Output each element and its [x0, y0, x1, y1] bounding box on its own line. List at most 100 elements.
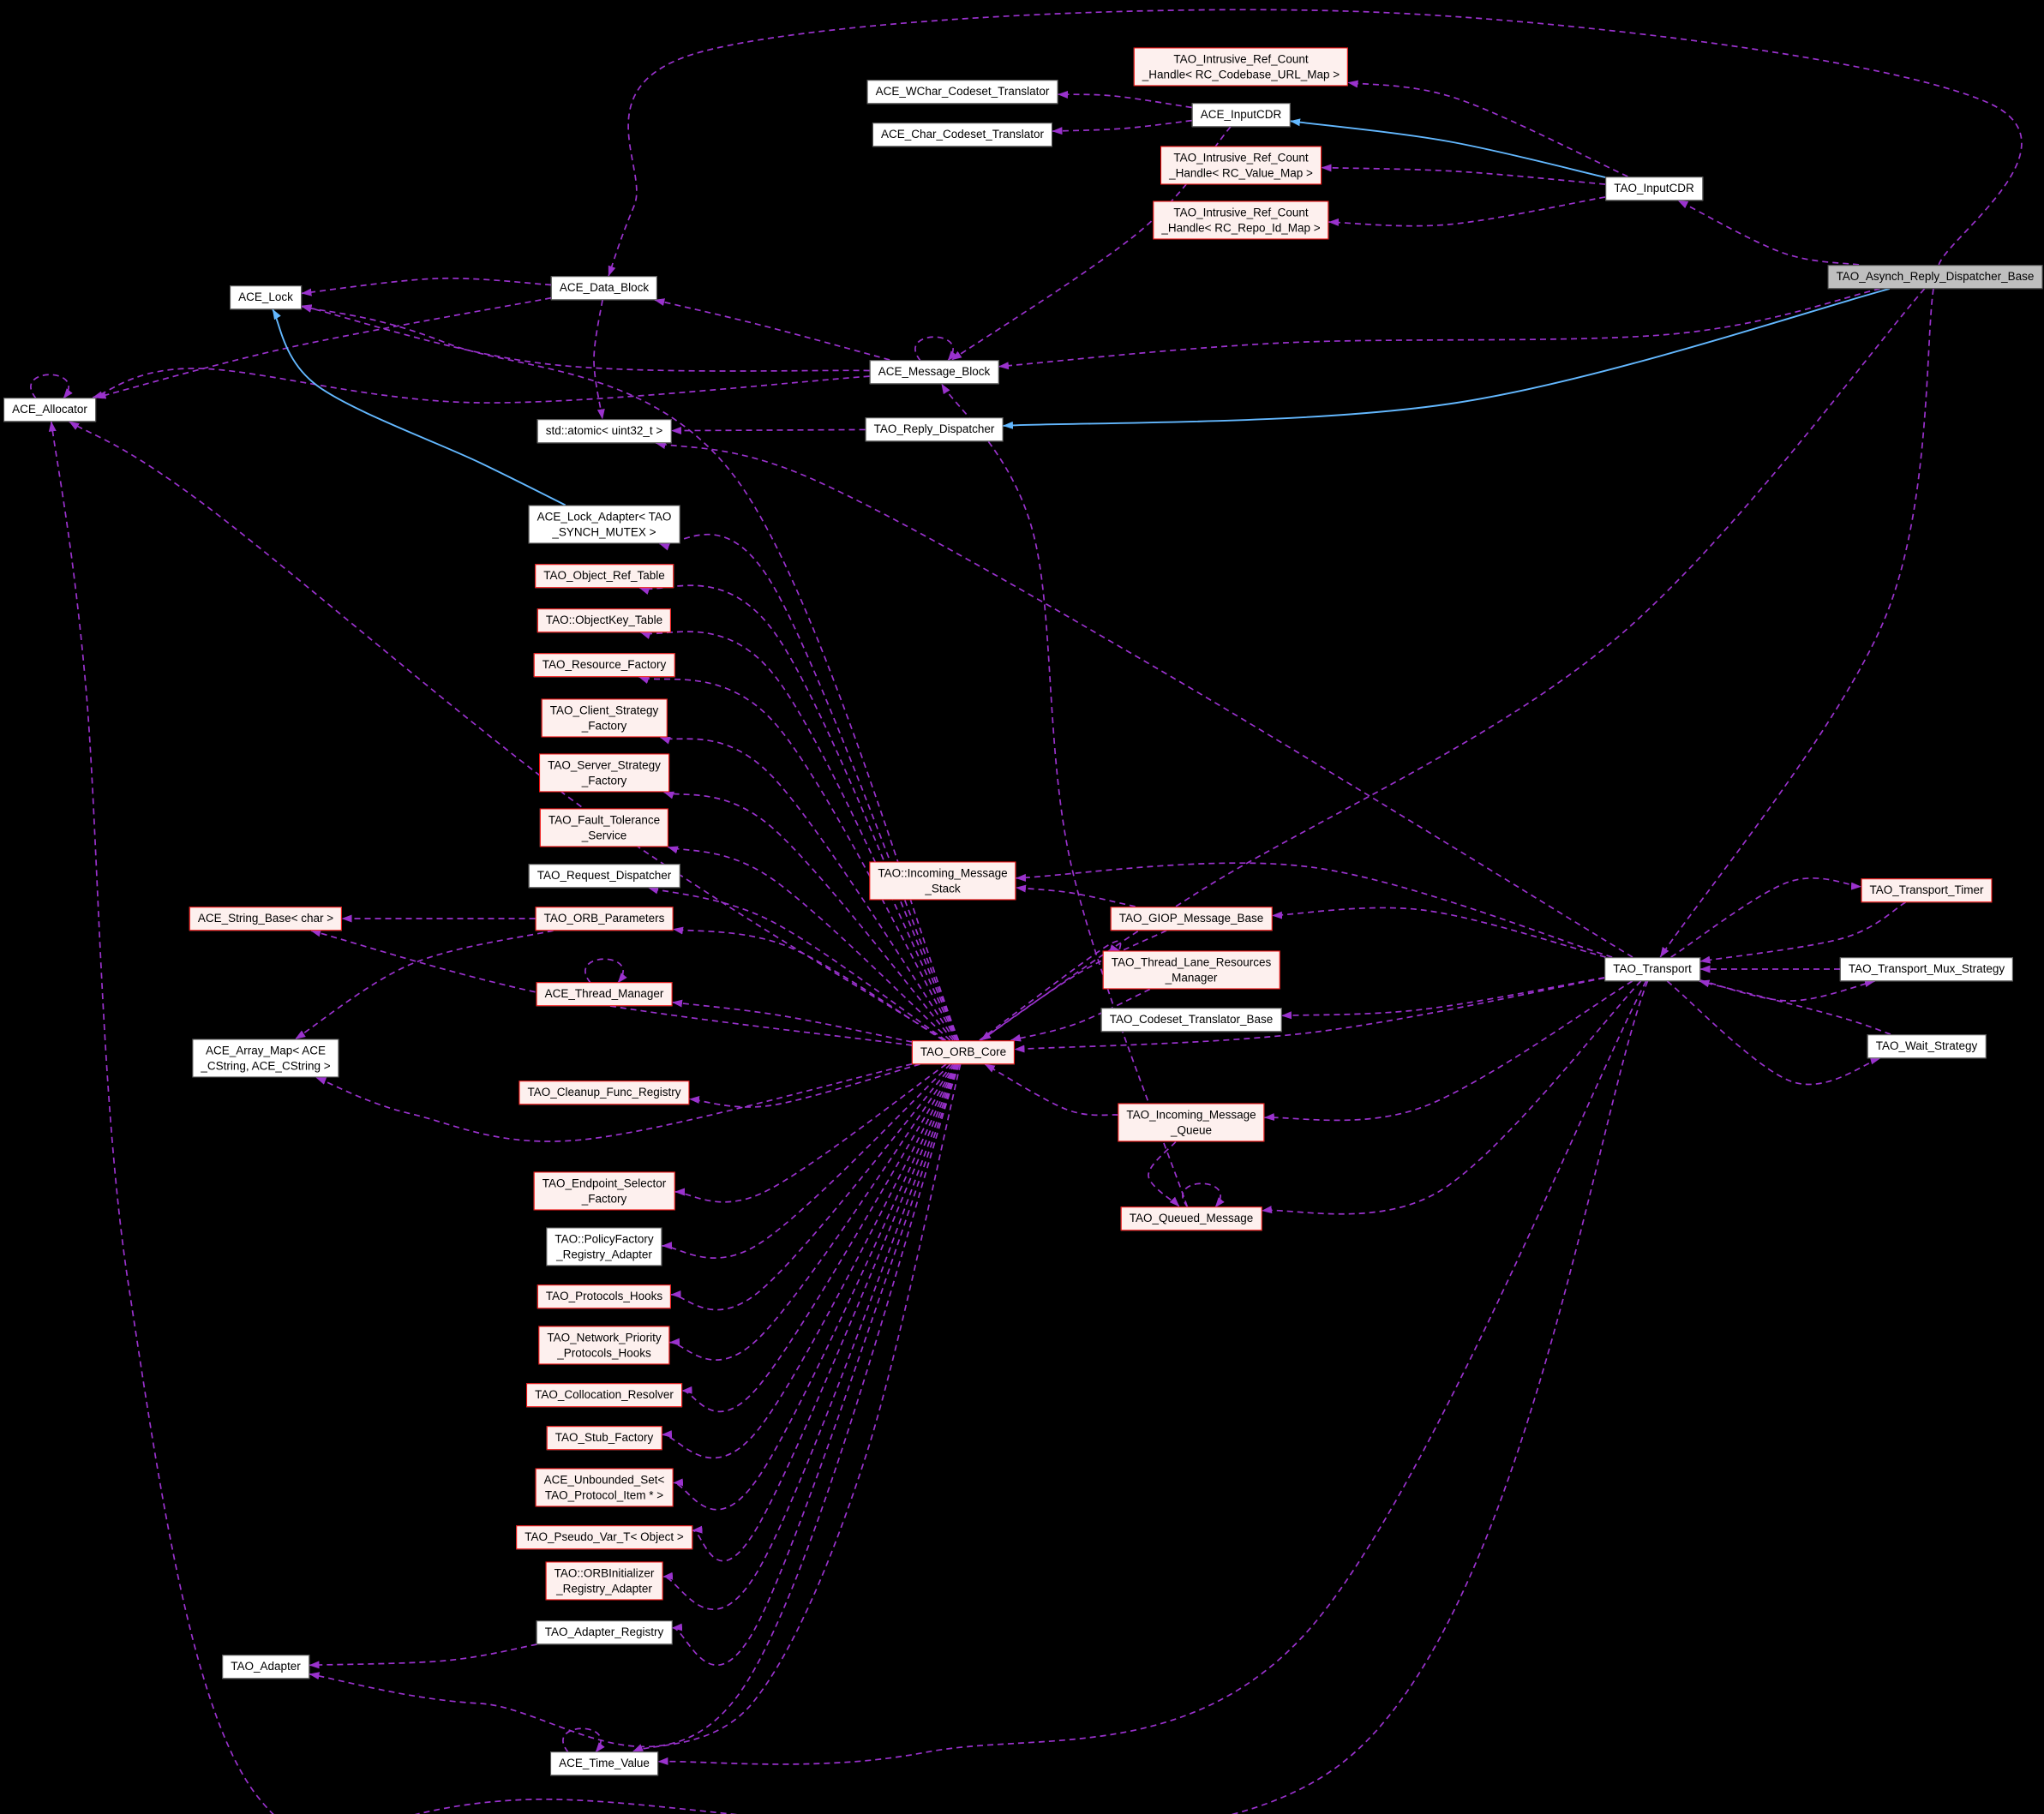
node-policyfactory[interactable]: TAO::PolicyFactory _Registry_Adapter [546, 1227, 662, 1266]
edge-orb_core-lock [301, 305, 960, 1041]
node-label: TAO_ORB_Core [920, 1045, 1007, 1059]
node-reply_disp[interactable]: TAO_Reply_Dispatcher [865, 417, 1004, 441]
node-label: ACE_String_Base< char > [197, 912, 334, 925]
edge-transport-orb_core [1014, 977, 1605, 1053]
edge-transport-twait [1666, 980, 1881, 1086]
node-irch_repoid[interactable]: TAO_Intrusive_Ref_Count _Handle< RC_Repo… [1153, 201, 1329, 240]
edge-orb_core-thread_mgr [672, 999, 913, 1043]
edge-orb_core-obj_ref_table [638, 584, 959, 1041]
node-network[interactable]: TAO_Network_Priority _Protocols_Hooks [538, 1326, 670, 1365]
edge-orb_core-tlrm [979, 940, 1122, 1041]
edge-data_block-lock [301, 277, 552, 296]
node-label: TAO_Reply_Dispatcher [873, 422, 995, 436]
node-adapter_registry[interactable]: TAO_Adapter_Registry [536, 1620, 673, 1644]
edge-orb_core-resource_factory [638, 676, 957, 1041]
node-resource_factory[interactable]: TAO_Resource_Factory [533, 653, 675, 677]
node-obj_ref_table[interactable]: TAO_Object_Ref_Table [535, 564, 674, 588]
node-orbinit[interactable]: TAO::ORBInitializer _Registry_Adapter [545, 1561, 663, 1601]
edge-data_block-atomic [593, 299, 605, 420]
node-label: TAO_Wait_Strategy [1875, 1039, 1978, 1053]
node-irch_value[interactable]: TAO_Intrusive_Ref_Count _Handle< RC_Valu… [1160, 146, 1322, 185]
edge-imq-queued [1148, 1140, 1180, 1207]
node-label: TAO_Intrusive_Ref_Count _Handle< RC_Valu… [1169, 151, 1313, 179]
node-pseudo[interactable]: TAO_Pseudo_Var_T< Object > [516, 1525, 692, 1549]
node-label: ACE_Lock [238, 290, 293, 304]
node-atomic[interactable]: std::atomic< uint32_t > [536, 419, 672, 443]
node-transport[interactable]: TAO_Transport [1604, 957, 1700, 981]
node-imq[interactable]: TAO_Incoming_Message _Queue [1118, 1103, 1265, 1142]
edge-data_block-allocator [95, 296, 552, 399]
node-stub[interactable]: TAO_Stub_Factory [546, 1426, 662, 1450]
node-label: TAO_Thread_Lane_Resources _Manager [1111, 955, 1272, 984]
node-unbounded[interactable]: ACE_Unbounded_Set< TAO_Protocol_Item * > [535, 1468, 674, 1507]
edge-msg_block-data_block [654, 298, 890, 361]
node-msg_block[interactable]: ACE_Message_Block [869, 360, 999, 384]
node-queued[interactable]: TAO_Queued_Message [1120, 1206, 1262, 1230]
node-lock_adapter[interactable]: ACE_Lock_Adapter< TAO _SYNCH_MUTEX > [528, 505, 680, 544]
edge-transport-ttimer [1670, 877, 1861, 958]
node-objectkey_table[interactable]: TAO::ObjectKey_Table [536, 608, 672, 632]
edge-orb_core-allocator [69, 421, 945, 1041]
selfloop-time_value [562, 1727, 605, 1753]
node-label: TAO_Incoming_Message _Queue [1126, 1108, 1256, 1136]
node-label: ACE_Char_Codeset_Translator [880, 128, 1045, 141]
node-label: TAO_Protocols_Hooks [545, 1290, 663, 1303]
node-protocols[interactable]: TAO_Protocols_Hooks [536, 1284, 672, 1308]
edge-orb_core-request_disp [648, 886, 946, 1041]
node-label: ACE_Array_Map< ACE _CString, ACE_CString… [201, 1044, 331, 1072]
node-label: TAO_Object_Ref_Table [543, 569, 665, 583]
node-label: TAO_Server_Strategy _Factory [548, 758, 661, 787]
node-collocation[interactable]: TAO_Collocation_Resolver [526, 1383, 682, 1407]
edge-ttimer-transport [1699, 901, 1906, 964]
edge-msg_block-allocator [92, 368, 870, 404]
selfloop-queued [1182, 1182, 1225, 1208]
node-data_block[interactable]: ACE_Data_Block [550, 276, 658, 300]
node-label: TAO_Codeset_Translator_Base [1109, 1013, 1274, 1027]
node-endpoint[interactable]: TAO_Endpoint_Selector _Factory [533, 1171, 675, 1211]
node-tao_inputcdr[interactable]: TAO_InputCDR [1605, 177, 1703, 201]
edge-transport-time_value [657, 980, 1647, 1765]
node-orb_core[interactable]: TAO_ORB_Core [911, 1040, 1016, 1064]
node-orb_params[interactable]: TAO_ORB_Parameters [535, 907, 674, 931]
node-string_base[interactable]: ACE_String_Base< char > [189, 907, 343, 931]
edge-orb_core-objectkey_table [639, 631, 958, 1041]
node-wchar_tr[interactable]: ACE_WChar_Codeset_Translator [866, 80, 1058, 104]
node-irch_codebase[interactable]: TAO_Intrusive_Ref_Count _Handle< RC_Code… [1133, 47, 1349, 87]
node-label: TAO_Fault_Tolerance _Service [548, 813, 661, 841]
node-label: TAO_Stub_Factory [554, 1431, 654, 1445]
node-fault_tolerance[interactable]: TAO_Fault_Tolerance _Service [539, 808, 669, 847]
node-adapter[interactable]: TAO_Adapter [222, 1655, 309, 1679]
node-ttimer[interactable]: TAO_Transport_Timer [1861, 878, 1993, 902]
node-twait[interactable]: TAO_Wait_Strategy [1867, 1034, 1987, 1058]
edge-tao_inputcdr-irch_value [1321, 164, 1606, 185]
edge-orb_core-adapter [309, 1063, 960, 1748]
edge-orb_core-collocation [681, 1063, 957, 1412]
node-label: TAO_ORB_Parameters [543, 912, 665, 925]
node-label: TAO_Client_Strategy _Factory [549, 703, 659, 732]
edge-asynch-data_block [608, 9, 2023, 277]
node-tmux[interactable]: TAO_Transport_Mux_Strategy [1839, 957, 2014, 981]
node-char_tr[interactable]: ACE_Char_Codeset_Translator [872, 123, 1053, 147]
node-label: TAO_Transport_Mux_Strategy [1848, 962, 2005, 976]
node-label: ACE_InputCDR [1200, 108, 1282, 122]
node-label: TAO_Resource_Factory [542, 658, 667, 672]
node-client_strategy[interactable]: TAO_Client_Strategy _Factory [541, 698, 668, 738]
node-incoming_stack[interactable]: TAO::Incoming_Message _Stack [869, 861, 1016, 901]
node-time_value[interactable]: ACE_Time_Value [550, 1751, 658, 1775]
node-cleanup[interactable]: TAO_Cleanup_Func_Registry [518, 1081, 690, 1105]
node-ace_inputcdr[interactable]: ACE_InputCDR [1191, 103, 1291, 127]
node-label: ACE_Time_Value [559, 1757, 650, 1770]
node-array_map[interactable]: ACE_Array_Map< ACE _CString, ACE_CString… [192, 1039, 339, 1078]
node-tlrm[interactable]: TAO_Thread_Lane_Resources _Manager [1102, 950, 1280, 990]
node-thread_mgr[interactable]: ACE_Thread_Manager [536, 982, 673, 1006]
edge-transport-atomic [655, 441, 1633, 958]
node-request_disp[interactable]: TAO_Request_Dispatcher [528, 864, 680, 888]
node-lock[interactable]: ACE_Lock [230, 285, 302, 309]
node-codeset[interactable]: TAO_Codeset_Translator_Base [1100, 1008, 1282, 1032]
node-server_strategy[interactable]: TAO_Server_Strategy _Factory [539, 753, 669, 793]
node-giop[interactable]: TAO_GIOP_Message_Base [1110, 907, 1273, 931]
edge-orb_params-array_map [295, 930, 554, 1040]
node-allocator[interactable]: ACE_Allocator [3, 398, 96, 422]
node-label: TAO_Request_Dispatcher [536, 869, 672, 883]
